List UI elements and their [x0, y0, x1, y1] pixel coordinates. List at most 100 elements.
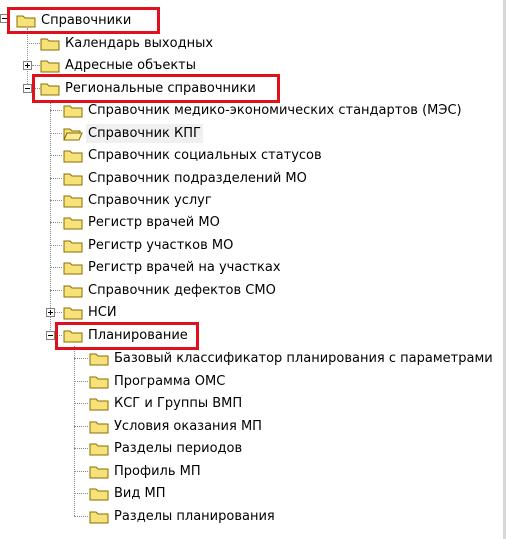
- tree-node[interactable]: Справочник социальных статусов: [63, 144, 324, 166]
- tree-node-label: Справочник медико-экономических стандарт…: [88, 102, 462, 118]
- tree-node[interactable]: Региональные справочники: [40, 77, 258, 99]
- tree-line: [50, 267, 62, 268]
- window-border: [503, 0, 506, 539]
- tree-line: [74, 381, 88, 382]
- folder-icon: [63, 171, 83, 186]
- tree-node[interactable]: Базовый классификатор планирования с пар…: [89, 347, 495, 369]
- tree-line: [74, 448, 88, 449]
- tree-line: [50, 178, 62, 179]
- tree-node[interactable]: Регистр врачей МО: [63, 211, 222, 233]
- folder-icon: [40, 81, 60, 96]
- folder-icon: [63, 328, 83, 343]
- tree-node[interactable]: Разделы периодов: [89, 437, 244, 459]
- tree-node-label: Адресные объекты: [65, 57, 197, 73]
- folder-icon: [63, 103, 83, 118]
- folder-icon: [63, 238, 83, 253]
- tree-node-label: Справочники: [41, 12, 132, 28]
- tree-line: [74, 358, 88, 359]
- tree-line: [50, 133, 62, 134]
- tree-node[interactable]: Справочник дефектов СМО: [63, 279, 278, 301]
- collapse-icon[interactable]: [46, 331, 55, 340]
- tree-node[interactable]: Вид МП: [89, 482, 167, 504]
- tree-node-label: Справочник социальных статусов: [88, 147, 322, 163]
- tree-line: [27, 43, 40, 44]
- tree-node[interactable]: Справочник подразделений МО: [63, 167, 309, 189]
- tree-line: [55, 312, 62, 313]
- tree-node-label: Регистр врачей МО: [88, 214, 220, 230]
- tree-node[interactable]: Планирование: [63, 324, 190, 346]
- folder-icon: [89, 396, 109, 411]
- folder-icon: [63, 283, 83, 298]
- tree-line: [74, 516, 88, 517]
- tree-node-label: Вид МП: [114, 485, 166, 501]
- tree-node[interactable]: Разделы планирования: [89, 505, 277, 527]
- tree-line: [27, 28, 28, 88]
- tree-line: [32, 65, 40, 66]
- expand-icon[interactable]: [23, 61, 32, 70]
- tree-line: [50, 245, 62, 246]
- tree-node-label: Планирование: [88, 327, 188, 343]
- folder-icon: [63, 148, 83, 163]
- tree-line: [50, 200, 62, 201]
- folder-icon: [40, 36, 60, 51]
- tree-node[interactable]: Профиль МП: [89, 460, 203, 482]
- tree-node-label: Программа ОМС: [114, 373, 226, 389]
- tree-node-label: Календарь выходных: [65, 35, 214, 51]
- tree-line: [50, 290, 62, 291]
- tree-line: [74, 471, 88, 472]
- tree-node[interactable]: Адресные объекты: [40, 54, 198, 76]
- open-folder-icon: [63, 126, 83, 141]
- tree-node-root[interactable]: Справочники: [16, 9, 133, 31]
- folder-icon: [40, 58, 60, 73]
- folder-icon: [63, 215, 83, 230]
- folder-icon: [89, 486, 109, 501]
- folder-icon: [89, 374, 109, 389]
- tree-node-label: НСИ: [88, 304, 117, 320]
- tree-line: [32, 88, 40, 89]
- tree-node[interactable]: НСИ: [63, 301, 119, 323]
- tree-node[interactable]: КСГ и Группы ВМП: [89, 392, 244, 414]
- folder-icon: [63, 260, 83, 275]
- collapse-icon[interactable]: [0, 14, 9, 23]
- expand-icon[interactable]: [46, 308, 55, 317]
- tree-node-label: Разделы периодов: [114, 440, 243, 456]
- tree-node-label: Справочник дефектов СМО: [88, 282, 276, 298]
- tree-node-label: Разделы планирования: [114, 508, 275, 524]
- tree-line: [50, 110, 62, 111]
- folder-icon: [89, 464, 109, 479]
- tree-line: [50, 155, 62, 156]
- folder-icon: [89, 351, 109, 366]
- tree-node-label: Региональные справочники: [65, 80, 256, 96]
- folder-icon: [89, 441, 109, 456]
- tree-node-label: Справочник КПГ: [86, 123, 203, 143]
- tree-node[interactable]: Справочник медико-экономических стандарт…: [63, 99, 464, 121]
- tree-node[interactable]: Условия оказания МП: [89, 415, 264, 437]
- folder-icon: [63, 193, 83, 208]
- tree-node-label: Условия оказания МП: [114, 418, 262, 434]
- tree-node[interactable]: Справочник услуг: [63, 189, 214, 211]
- tree-node-label: Регистр врачей на участках: [88, 259, 281, 275]
- collapse-icon[interactable]: [23, 84, 32, 93]
- tree-line: [55, 335, 62, 336]
- tree-line: [74, 426, 88, 427]
- tree-node[interactable]: Программа ОМС: [89, 370, 227, 392]
- tree-line: [74, 403, 88, 404]
- folder-icon: [63, 305, 83, 320]
- tree-line: [50, 222, 62, 223]
- tree-node[interactable]: Справочник КПГ: [63, 122, 203, 144]
- tree-node-label: КСГ и Группы ВМП: [114, 395, 243, 411]
- folder-icon: [89, 419, 109, 434]
- folder-icon: [89, 509, 109, 524]
- tree-node-label: Справочник подразделений МО: [88, 170, 307, 186]
- tree-node-label: Справочник услуг: [88, 192, 212, 208]
- tree-line: [74, 346, 75, 516]
- tree-node-label: Регистр участков МО: [88, 237, 234, 253]
- tree-node[interactable]: Календарь выходных: [40, 32, 215, 54]
- tree-line: [74, 493, 88, 494]
- folder-icon: [16, 13, 36, 28]
- tree-node[interactable]: Регистр врачей на участках: [63, 256, 283, 278]
- tree-node-label: Профиль МП: [114, 463, 201, 479]
- tree-node[interactable]: Регистр участков МО: [63, 234, 235, 256]
- tree-line: [50, 100, 51, 338]
